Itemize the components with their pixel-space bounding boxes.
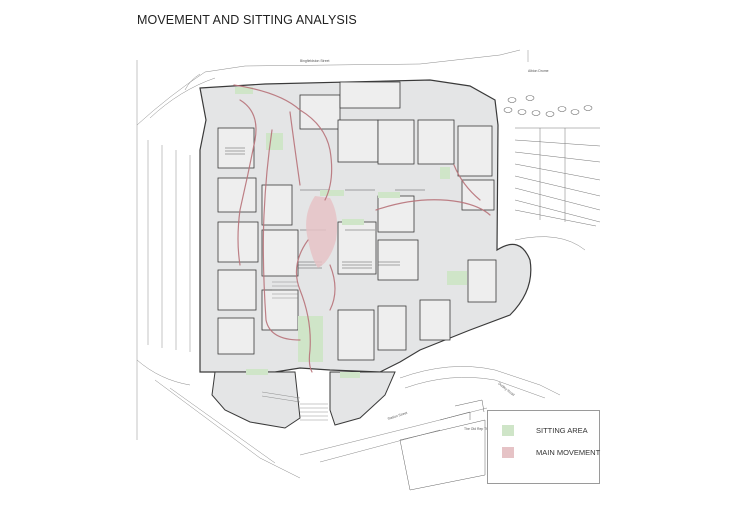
street-label-north: Bingfieldston Street [300,59,329,63]
main-movement-lines [233,84,491,373]
sitting-area [440,167,450,179]
sitting-area [320,190,344,196]
sitting-area [266,133,283,150]
landscape-ovals [503,95,593,117]
south-buildings [399,399,486,491]
sitting-area [246,369,268,375]
sitting-area [235,87,253,94]
legend-label: MAIN MOVEMENT [536,448,601,457]
escalators [225,147,425,269]
street-label-south: Station Street [387,411,408,421]
railway-tracks [514,127,601,227]
forecourt-west [211,371,301,429]
main-movement-swatch [502,447,514,458]
context-streets [136,49,586,479]
sitting-area [378,192,400,198]
legend: SITTING AREA MAIN MOVEMENT [487,410,600,484]
diagram-title: MOVEMENT AND SITTING ANALYSIS [137,13,357,27]
entrance-steps [261,281,328,421]
sitting-area [340,372,360,378]
sitting-area [342,219,364,225]
sitting-areas [235,87,467,378]
sitting-area-swatch [502,425,514,436]
street-label-east: Albion Drome [528,69,549,73]
forecourt-east [329,371,396,426]
sitting-area [447,271,467,285]
street-label-theatre: The Old Rep Theatre [464,427,496,431]
legend-label: SITTING AREA [536,426,588,435]
main-movement-band [306,196,338,268]
